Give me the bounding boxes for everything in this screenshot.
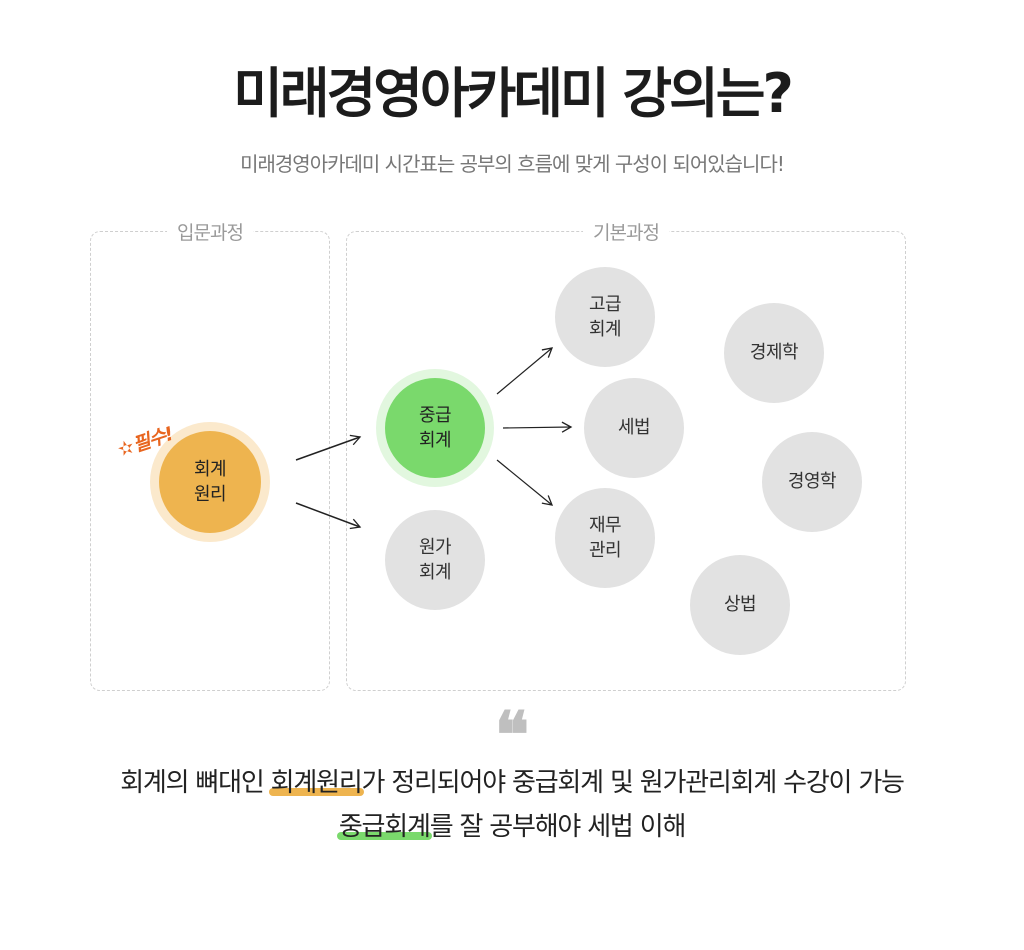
arrow-principles-to-cost — [295, 502, 362, 530]
node-accounting-principles: 회계 원리 — [159, 431, 261, 533]
description-line-1: 회계의 뼈대인 회계원리가 정리되어야 중급회계 및 원가관리회계 수강이 가능 — [0, 762, 1024, 799]
description-line-1-pre: 회계의 뼈대인 — [120, 768, 271, 798]
node-advanced-accounting-line1: 고급 — [588, 293, 622, 315]
node-cost-accounting-line1: 원가 — [418, 536, 452, 558]
node-intermediate-accounting: 중급 회계 — [385, 378, 485, 478]
node-financial-management-line1: 재무 — [588, 514, 622, 536]
description-line-1-post: 가 정리되어야 중급회계 및 원가관리회계 수강이 가능 — [361, 768, 905, 798]
quote-icon: ❝ — [494, 698, 530, 773]
highlight-intermediate-accounting: 중급회계 — [338, 812, 431, 842]
intro-course-group: 입문과정 — [90, 218, 330, 691]
description-line-2: 중급회계를 잘 공부해야 세법 이해 — [0, 806, 1024, 843]
node-tax-law-line1: 세법 — [617, 417, 651, 439]
node-commercial-law: 상법 — [690, 555, 790, 655]
node-cost-accounting: 원가 회계 — [385, 510, 485, 610]
node-accounting-principles-line1: 회계 — [193, 458, 227, 480]
node-financial-management-line2: 관리 — [588, 540, 622, 561]
arrow-principles-to-intermediate — [295, 434, 362, 461]
node-intermediate-accounting-line1: 중급 — [418, 404, 452, 426]
arrow-intermediate-to-tax — [502, 421, 573, 433]
node-commercial-law-line1: 상법 — [723, 594, 757, 616]
arrow-intermediate-to-advanced — [496, 347, 554, 395]
highlight-accounting-principles: 회계원리 — [270, 768, 363, 798]
node-financial-management: 재무 관리 — [555, 488, 655, 588]
node-tax-law: 세법 — [584, 378, 684, 478]
intro-course-label: 입문과정 — [167, 218, 253, 245]
arrow-intermediate-to-financial — [496, 459, 554, 506]
page-title: 미래경영아카데미 강의는? — [233, 62, 794, 125]
node-cost-accounting-line2: 회계 — [418, 562, 452, 583]
page-subtitle: 미래경영아카데미 시간표는 공부의 흐름에 맞게 구성이 되어있습니다! — [240, 152, 785, 176]
basic-course-group: 기본과정 — [346, 218, 906, 691]
node-advanced-accounting-line2: 회계 — [588, 319, 622, 340]
node-economics: 경제학 — [724, 303, 824, 403]
node-business-administration-line1: 경영학 — [787, 471, 837, 493]
description-line-2-post: 를 잘 공부해야 세법 이해 — [429, 812, 687, 842]
node-business-administration: 경영학 — [762, 432, 862, 532]
node-economics-line1: 경제학 — [749, 342, 799, 364]
node-advanced-accounting: 고급 회계 — [555, 267, 655, 367]
node-accounting-principles-line2: 원리 — [193, 484, 227, 505]
basic-course-label: 기본과정 — [583, 218, 669, 245]
node-intermediate-accounting-line2: 회계 — [418, 430, 452, 451]
